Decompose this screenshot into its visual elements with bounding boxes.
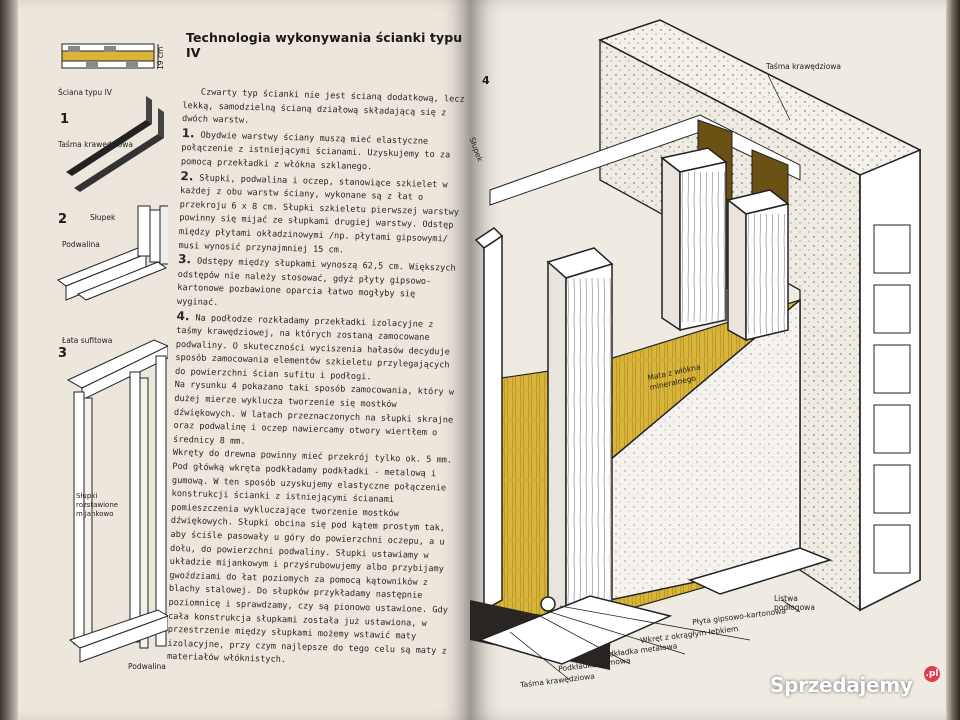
label-wall-type: Ściana typu IV [58, 88, 112, 97]
paragraph-text: Na rysunku 4 pokazano taki sposób zamoco… [172, 380, 455, 447]
left-page: Technologia wykonywania ścianki typu IV [18, 0, 470, 720]
page-title: Technologia wykonywania ścianki typu IV [186, 30, 463, 60]
paragraph-number: 4. [176, 308, 190, 323]
paragraph: 4.Na podłodze rozkładamy przekładki izol… [174, 308, 459, 387]
paragraph-number: 3. [177, 252, 192, 267]
label-ceiling-batten: Łata sufitowa [62, 336, 113, 345]
label-edge-tape: Taśma krawędziowa [58, 140, 133, 149]
paragraph-text: Wkręty do drewna powinny mieć przekrój t… [166, 448, 453, 666]
figure-number-2: 2 [58, 212, 68, 227]
paragraph: 3.Odstępy między słupkami wynoszą 62,5 c… [176, 252, 460, 317]
paragraph-text: Na podłodze rozkładamy przekładki izolac… [174, 312, 451, 383]
figure-number-1: 1 [60, 112, 70, 127]
paragraph-text: Odstępy między słupkami wynoszą 62,5 cm.… [176, 256, 456, 308]
paragraph-text: Obydwie warstwy ściany muszą mieć elasty… [180, 130, 451, 173]
figure-number-4: 4 [482, 74, 490, 87]
paragraph: 2.Słupki, podwalina i oczep, stanowiące … [178, 168, 462, 261]
watermark-logo-icon: .pl [924, 666, 940, 682]
label-skirting-board: Listwa podłogowa [774, 594, 815, 612]
edge-tape-diagram [66, 96, 164, 192]
frame-diagram [66, 339, 168, 663]
label-base: Podwalina [62, 240, 100, 249]
paragraph: Na rysunku 4 pokazano taki sposób zamoco… [173, 379, 457, 455]
paragraph: Wkręty do drewna powinny mieć przekrój t… [167, 447, 455, 672]
paragraph: 1.Obydwie warstwy ściany muszą mieć elas… [180, 125, 464, 178]
figure-number-3: 3 [58, 346, 68, 361]
wall-construction-illustration [470, 19, 922, 681]
label-post: Słupek [90, 213, 116, 222]
right-page: 4 Taśma krawędziowa Słupek Mata z włókna… [468, 0, 946, 720]
book-edge-left [0, 0, 18, 720]
figure-column-left [56, 43, 168, 663]
wall-section-diagram [61, 43, 159, 69]
watermark-text: Sprzedajemy [770, 673, 913, 697]
label-base-bottom: Podwalina [128, 662, 166, 671]
paragraph-text: Słupki, podwalina i oczep, stanowiące sz… [178, 173, 460, 256]
label-staggered-posts: Słupki rozstawione mijankowo [76, 492, 119, 518]
paragraph-number: 1. [181, 125, 195, 141]
post-base-diagram [56, 205, 168, 301]
body-text: Czwarty typ ścianki nie jest ścianą doda… [167, 86, 465, 673]
paragraph-number: 2. [180, 168, 194, 183]
label-edge-tape-top: Taśma krawędziowa [766, 62, 841, 71]
label-dimension: 19 cm [156, 46, 165, 70]
book-edge-right [946, 0, 960, 720]
paragraph-text: Czwarty typ ścianki nie jest ścianą doda… [181, 87, 465, 127]
